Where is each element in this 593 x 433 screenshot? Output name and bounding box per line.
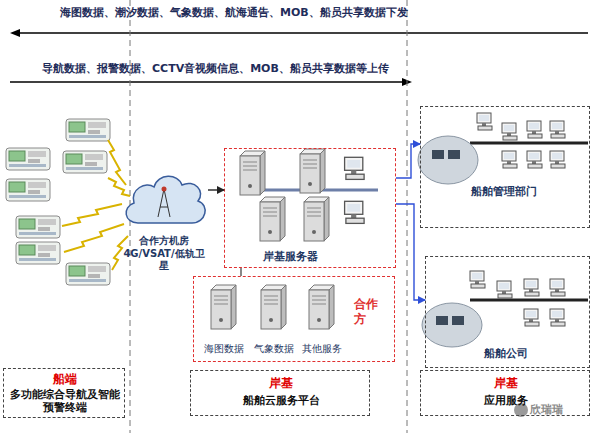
workstation-icon (470, 271, 485, 288)
workstation-icon (550, 121, 565, 138)
node-label: 岸基服务器 (263, 250, 353, 264)
wireless-link (62, 140, 130, 270)
uplink-arrow (10, 81, 404, 82)
workstation-icon (497, 281, 512, 298)
arrow-head (10, 29, 20, 37)
ship-terminal-icon (6, 179, 50, 201)
workstation-icon (477, 113, 492, 130)
layer-box: 岸基船舶云服务平台 (190, 370, 370, 416)
server-icon (261, 285, 286, 329)
connector (208, 189, 224, 190)
network-bus (470, 142, 588, 145)
node-label: 船舶公司 (484, 347, 574, 361)
server-node: 其他服务 (298, 283, 346, 357)
node-body: 船舶云服务平台 (191, 394, 371, 408)
workstation-icon (345, 157, 365, 179)
watermark: 欣瑞瑞 (530, 403, 563, 416)
node-label: 其他服务 (298, 343, 346, 355)
server-icon (211, 285, 236, 329)
layer-box: 船端多功能综合导航及智能预警终端 (3, 368, 125, 418)
control-room-photo (418, 136, 478, 184)
cloud-shape (120, 165, 208, 231)
workstation-icon (345, 201, 365, 223)
server-node: 海图数据 (200, 283, 248, 357)
screen-icon (448, 150, 460, 159)
ship-terminal-icon (66, 263, 110, 285)
connector (240, 268, 241, 276)
antenna-icon (158, 189, 170, 217)
network-bus (470, 299, 588, 302)
screen-icon (436, 316, 448, 325)
divider-line (407, 0, 408, 433)
partner-group: 合作方海图数据气象数据其他服务 (193, 276, 395, 362)
node-label: 合作方机房 4G/VSAT/低轨卫星 (120, 235, 208, 273)
server-icon (304, 197, 329, 241)
workstation-icon (527, 121, 542, 138)
cloud-node: 合作方机房 4G/VSAT/低轨卫星 (120, 165, 208, 270)
control-room-photo (422, 303, 482, 347)
node-label: 合作方 (354, 297, 382, 327)
server-icon (260, 197, 285, 241)
server-group: 岸基服务器 (224, 148, 396, 268)
node-body: 多功能综合导航及智能预警终端 (6, 388, 124, 414)
ship-terminal-icon (6, 148, 50, 170)
workstation-icon (550, 309, 565, 326)
department-box: 船舶管理部门 (420, 106, 590, 228)
node-label: 海图数据 (200, 343, 248, 355)
layer-box: 岸基应用服务 (420, 370, 590, 416)
server-icon (309, 285, 334, 329)
workstation-icon (502, 123, 517, 140)
antenna-icon (162, 187, 167, 192)
workstation-icon (527, 151, 542, 168)
node-label: 岸基 (421, 376, 591, 391)
ship-terminal-icon (16, 242, 60, 264)
node-label: 气象数据 (250, 343, 298, 355)
screen-icon (432, 150, 444, 159)
workstation-icon (550, 151, 565, 168)
cloud-outline (126, 176, 205, 223)
connector (396, 144, 420, 178)
server-icon (240, 151, 265, 195)
workstation-icon (524, 279, 539, 296)
node-label: 船端 (4, 372, 126, 387)
flow-label: 导航数据、报警数据、CCTV音视频信息、MOB、船员共享数据等上传 (42, 62, 389, 75)
workstation-icon (550, 279, 565, 296)
node-label: 船舶管理部门 (471, 185, 571, 199)
screen-icon (452, 316, 464, 325)
node-body: 应用服务 (421, 394, 591, 408)
workstation-icon (524, 309, 539, 326)
ship-terminal-icon (66, 119, 110, 141)
server-node: 气象数据 (250, 283, 298, 357)
downlink-arrow (18, 32, 588, 33)
company-box: 船舶公司 (425, 256, 590, 368)
flow-label: 海图数据、潮汐数据、气象数据、航海通告、MOB、船员共享数据下发 (60, 6, 408, 19)
ship-terminal-icon (63, 151, 107, 173)
node-label: 岸基 (191, 376, 371, 391)
workstation-icon (502, 151, 517, 168)
ship-terminal-icon (16, 216, 60, 238)
server-icon (300, 149, 325, 193)
